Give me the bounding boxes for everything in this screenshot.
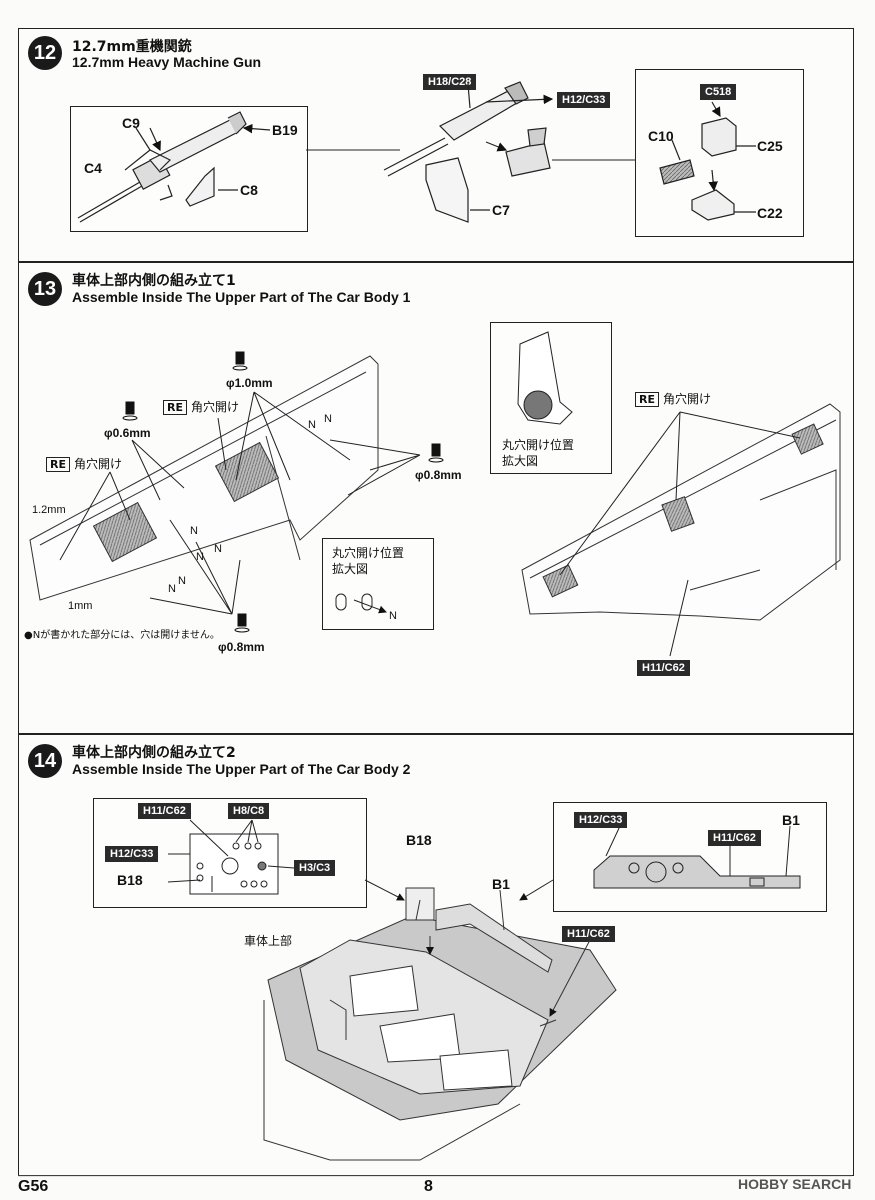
label-c9: C9 [122, 115, 140, 131]
tag-h11-c62-right: H11/C62 [708, 830, 761, 846]
measure-4-5mm: 4.5mm [702, 498, 736, 510]
label-c22: C22 [757, 205, 783, 221]
step12-title-jp: 12.7mm重機関銃 [72, 39, 192, 55]
step13-number: 13 [28, 272, 62, 306]
measure-1mm: 1mm [68, 600, 93, 612]
measure-1-2mm: 1.2mm [32, 504, 66, 516]
tag-h12-c33-right: H12/C33 [574, 812, 628, 828]
drill-size-1-0: φ1.0mm [226, 376, 273, 390]
step12-number: 12 [28, 36, 62, 70]
measure-0-8mm: 0.8mm [194, 500, 228, 512]
tag-h3-c3: H3/C3 [294, 860, 336, 876]
watermark: HOBBY SEARCH [738, 1176, 852, 1192]
tag-h11-c62-hull: H11/C62 [562, 926, 615, 942]
step13-title-jp: 車体上部内側の組み立て1 [72, 273, 236, 289]
step12-title-en: 12.7mm Heavy Machine Gun [72, 54, 262, 70]
tag-c518: C518 [700, 84, 737, 100]
step14-title-jp: 車体上部内側の組み立て2 [72, 745, 236, 761]
tag-h11-c62-step13: H11/C62 [637, 660, 690, 676]
label-b1: B1 [492, 876, 510, 892]
page-number: 8 [424, 1178, 433, 1195]
label-c4: C4 [84, 160, 102, 176]
label-b18: B18 [406, 832, 432, 848]
re-badge: RE [635, 392, 659, 407]
measure-8-9mm: 8.9mm [686, 534, 720, 546]
re-text: 角穴開け [662, 392, 711, 406]
tag-h18-c28: H18/C28 [423, 74, 477, 90]
note-n-no-hole: ●Nが書かれた部分には、穴は開けません。 [24, 630, 220, 641]
zoom-label-large: 丸穴開け位置 拡大図 [502, 438, 575, 468]
zoom-n-mark: N [389, 610, 397, 622]
tag-h11-c62-left: H11/C62 [138, 803, 191, 819]
drill-size-0-6: φ0.6mm [104, 426, 151, 440]
re-badge: RE [163, 400, 187, 415]
label-upper-hull: 車体上部 [244, 934, 293, 948]
step14-number: 14 [28, 744, 62, 778]
label-c10: C10 [648, 128, 674, 144]
tag-h12-c33-left: H12/C33 [105, 846, 159, 862]
step14-title-en: Assemble Inside The Upper Part of The Ca… [72, 761, 411, 777]
tag-h12-c33: H12/C33 [557, 92, 611, 108]
re-text: 角穴開け [73, 457, 122, 471]
label-b19: B19 [272, 122, 298, 138]
re-text: 角穴開け [190, 400, 239, 414]
label-b18-left: B18 [117, 872, 143, 888]
label-c7: C7 [492, 202, 510, 218]
kit-code: G56 [18, 1178, 49, 1195]
zoom-label-small: 丸穴開け位置 拡大図 [332, 546, 405, 576]
re-badge: RE [46, 457, 70, 472]
measure-0-6mm: 0.6mm [198, 488, 232, 500]
drill-size-0-8-right: φ0.8mm [415, 468, 462, 482]
drill-size-0-8-bottom: φ0.8mm [218, 640, 265, 654]
step13-title-en: Assemble Inside The Upper Part of The Ca… [72, 289, 411, 305]
label-b1-right: B1 [782, 812, 800, 828]
tag-h8-c8: H8/C8 [228, 803, 270, 819]
label-c8: C8 [240, 182, 258, 198]
label-c25: C25 [757, 138, 783, 154]
